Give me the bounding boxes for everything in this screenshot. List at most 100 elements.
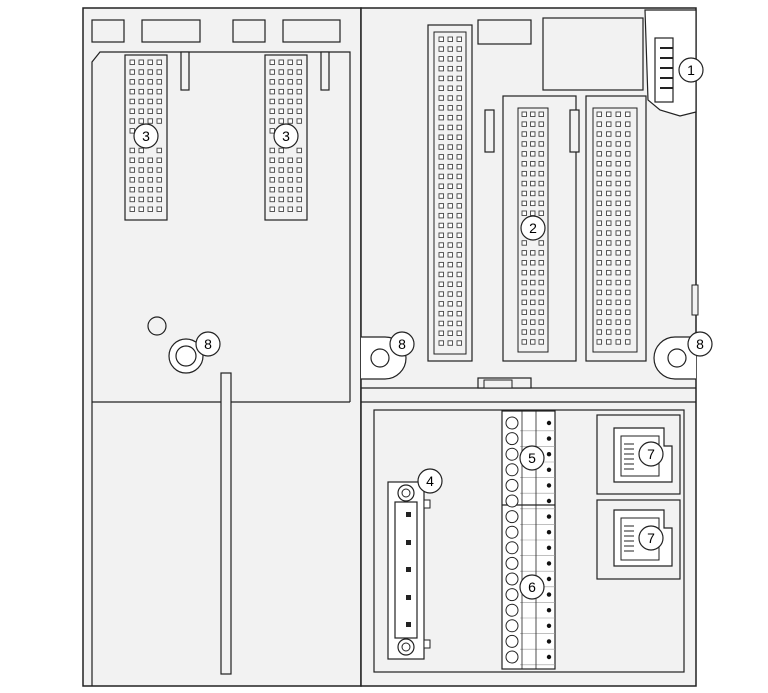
pin [530, 161, 536, 167]
pin [138, 186, 144, 193]
pin [269, 206, 275, 212]
pin [296, 69, 302, 75]
terminal-screw [505, 510, 519, 524]
pin [538, 131, 544, 137]
pin [456, 36, 462, 42]
pin [521, 240, 527, 246]
connector-2-latch [484, 109, 495, 153]
pin [521, 309, 527, 315]
pin [278, 167, 284, 173]
pin [521, 299, 527, 306]
pin [296, 118, 302, 124]
pin [538, 309, 544, 315]
pin [606, 161, 612, 167]
pin [438, 301, 444, 307]
callout-8c-label: 8 [696, 336, 704, 352]
terminal-screw [505, 494, 519, 508]
pin [606, 230, 612, 236]
pin [138, 177, 144, 183]
pin [129, 206, 135, 212]
pin [625, 279, 631, 286]
pin [625, 260, 631, 266]
pin [596, 170, 602, 177]
pin [447, 114, 453, 121]
pin [456, 56, 462, 62]
terminal-indicator [546, 623, 552, 628]
pin [438, 291, 444, 297]
callout-5: 5 [519, 445, 545, 471]
pin [538, 200, 544, 207]
pin [615, 111, 621, 117]
pin [147, 157, 153, 163]
terminal-indicator [546, 639, 552, 644]
pin [447, 330, 453, 336]
pin [438, 36, 444, 42]
pin [438, 46, 444, 52]
pin [625, 151, 631, 157]
pin [296, 177, 302, 183]
pin [615, 230, 621, 236]
pin [538, 121, 544, 127]
pin [447, 124, 453, 131]
pin [538, 329, 544, 335]
pin [438, 193, 444, 199]
pin [456, 105, 462, 111]
pin [278, 118, 284, 124]
pin [438, 252, 444, 258]
pin [287, 98, 293, 105]
pin [521, 269, 527, 276]
pin [147, 177, 153, 183]
pin [456, 183, 462, 189]
pin [456, 203, 462, 209]
pin [447, 183, 453, 189]
terminal-screw [505, 525, 519, 539]
pin [596, 151, 602, 157]
pin [447, 271, 453, 278]
pin [156, 88, 162, 95]
pin [606, 220, 612, 226]
pin [521, 289, 527, 296]
pin [521, 210, 527, 216]
pin [296, 59, 302, 65]
pin [615, 240, 621, 246]
callout-7a: 7 [638, 441, 664, 467]
pin [615, 279, 621, 286]
pin [538, 151, 544, 157]
pin [596, 141, 602, 147]
pin [606, 289, 612, 296]
terminal-indicator [546, 561, 552, 566]
pin [129, 157, 135, 163]
pin [156, 69, 162, 75]
pin [287, 167, 293, 173]
callout-3b-label: 3 [282, 128, 290, 144]
pin [447, 75, 453, 82]
pin [269, 167, 275, 173]
pin [129, 79, 135, 85]
right-top-label [477, 19, 532, 45]
pin [287, 108, 293, 114]
terminal-screw [505, 634, 519, 648]
pin [269, 88, 275, 95]
pin [625, 170, 631, 177]
pin [538, 111, 544, 117]
pin [287, 69, 293, 75]
pin [438, 203, 444, 209]
terminal-indicator [546, 514, 552, 519]
pin [296, 79, 302, 85]
pin [606, 180, 612, 187]
pin [606, 329, 612, 335]
left-top-slot-2 [141, 19, 201, 43]
pin [129, 69, 135, 75]
pin [456, 291, 462, 297]
pin [438, 183, 444, 189]
pin [606, 190, 612, 197]
pin [538, 190, 544, 197]
callout-3a: 3 [133, 123, 159, 149]
pin [287, 59, 293, 65]
pin [138, 167, 144, 173]
pin [538, 170, 544, 177]
pin [606, 121, 612, 127]
callout-8a-label: 8 [204, 336, 212, 352]
pin [530, 269, 536, 276]
pin [278, 196, 284, 203]
